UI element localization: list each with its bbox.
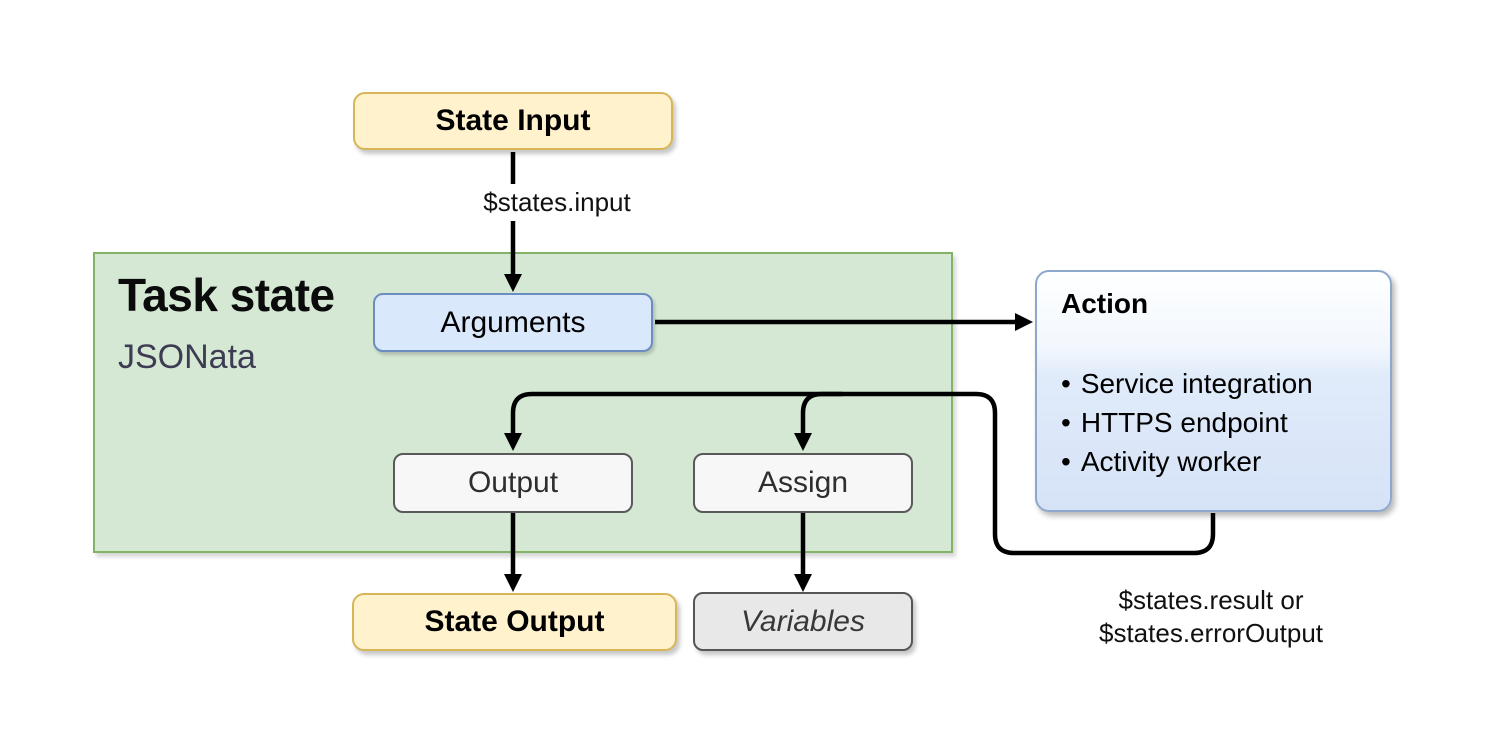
- action-item-https-endpoint: • HTTPS endpoint: [1061, 403, 1370, 442]
- output-node: Output: [393, 453, 633, 513]
- task-state-subtitle: JSONata: [118, 338, 256, 376]
- action-item-label: HTTPS endpoint: [1080, 407, 1288, 438]
- state-input-label: State Input: [435, 104, 591, 137]
- variables-node: Variables: [693, 592, 913, 651]
- arrowhead-into-variables: [794, 574, 812, 592]
- action-item-activity-worker: • Activity worker: [1061, 442, 1370, 481]
- task-state-title: Task state: [118, 269, 335, 321]
- assign-label: Assign: [757, 466, 849, 499]
- state-input-node: State Input: [353, 92, 673, 150]
- action-list: • Service integration • HTTPS endpoint •…: [1061, 364, 1370, 481]
- action-item-label: Service integration: [1080, 368, 1313, 399]
- output-label: Output: [467, 466, 559, 499]
- arrowhead-into-state-output: [504, 574, 522, 592]
- action-item-label: Activity worker: [1080, 446, 1262, 477]
- bullet-icon: •: [1061, 446, 1071, 477]
- states-result-line1: $states.result or: [1118, 585, 1304, 615]
- state-output-node: State Output: [352, 593, 677, 651]
- arguments-label: Arguments: [440, 305, 586, 339]
- state-output-label: State Output: [424, 605, 605, 638]
- action-item-service-integration: • Service integration: [1061, 364, 1370, 403]
- arguments-node: Arguments: [373, 293, 653, 352]
- states-result-line2: $states.errorOutput: [1099, 618, 1323, 648]
- bullet-icon: •: [1061, 368, 1071, 399]
- action-title: Action: [1061, 288, 1149, 319]
- assign-node: Assign: [693, 453, 913, 513]
- states-input-edge-label: $states.input: [428, 184, 686, 221]
- states-result-edge-label: $states.result or $states.errorOutput: [1040, 582, 1382, 652]
- arrowhead-into-action: [1015, 313, 1033, 331]
- variables-label: Variables: [741, 604, 865, 638]
- action-node: Action • Service integration • HTTPS end…: [1035, 270, 1392, 512]
- bullet-icon: •: [1061, 407, 1071, 438]
